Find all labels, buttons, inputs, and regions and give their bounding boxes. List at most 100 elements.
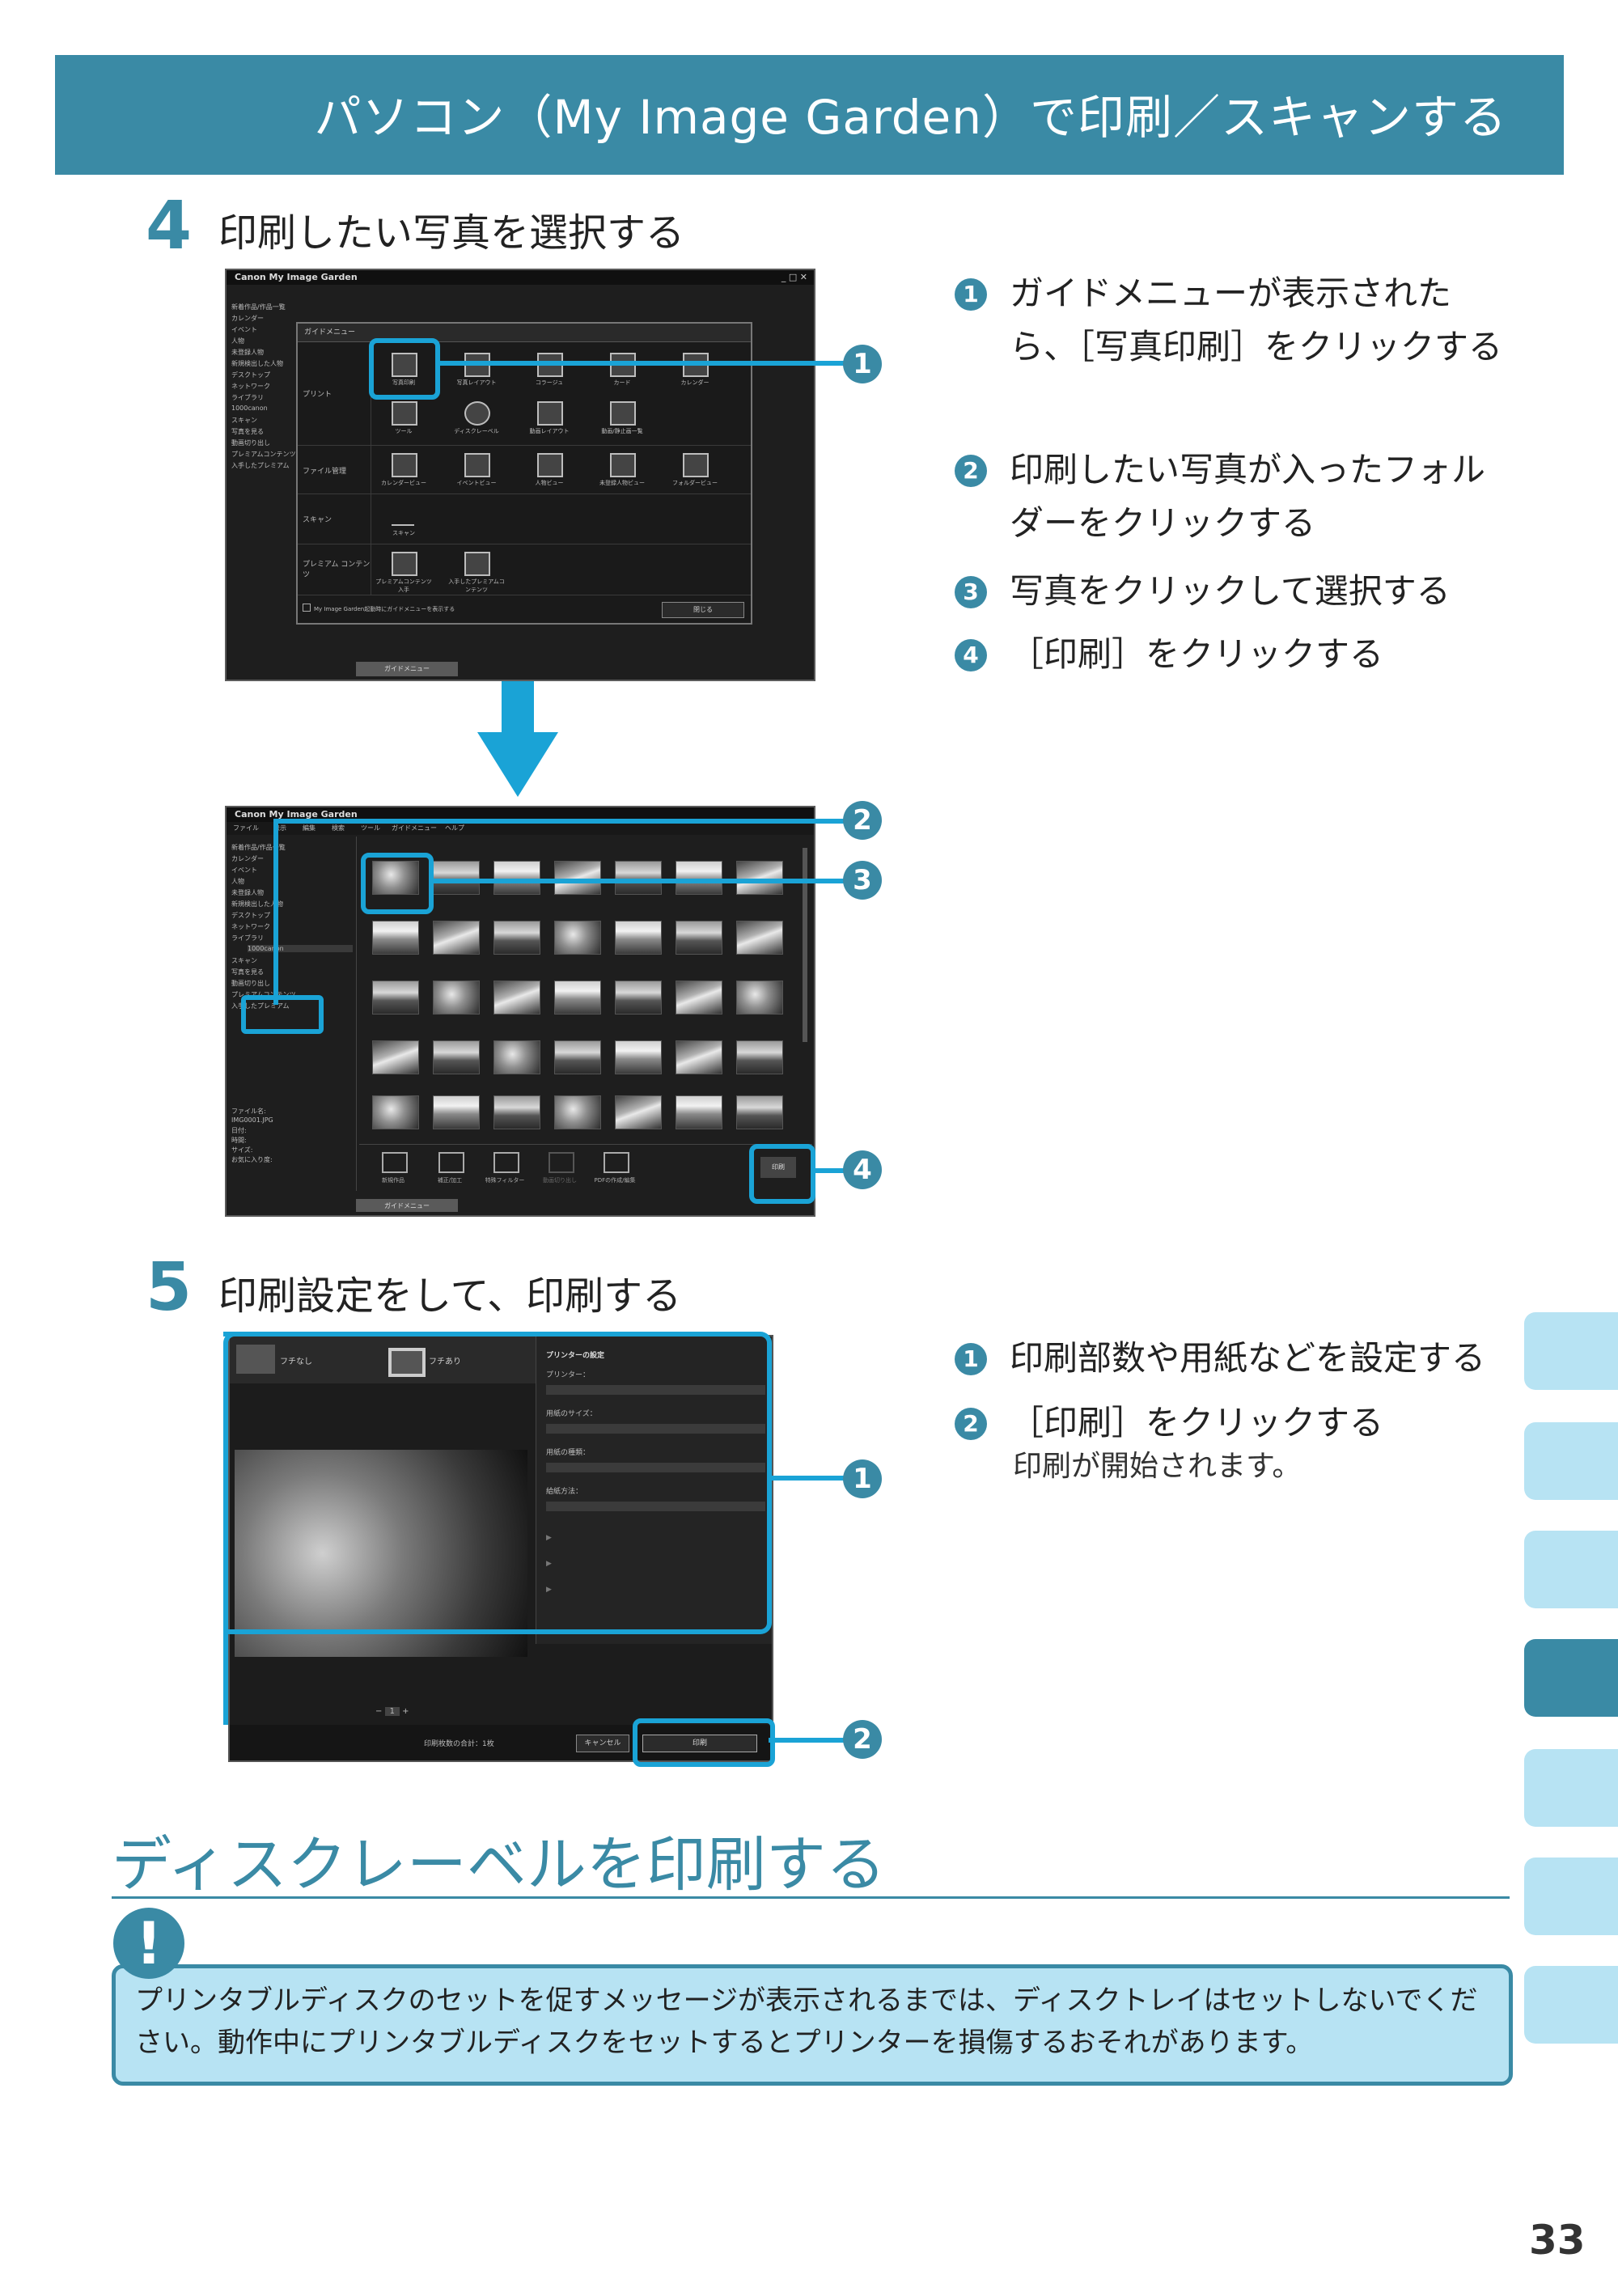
unregistered-view-icon[interactable] bbox=[610, 453, 636, 477]
sidebar-item[interactable]: 人物 bbox=[231, 337, 244, 345]
sidebar-item[interactable]: ネットワーク bbox=[231, 923, 270, 930]
sidebar-item[interactable]: イベント bbox=[231, 326, 257, 333]
sidebar-item[interactable]: 新着作品/作品一覧 bbox=[231, 303, 286, 311]
side-tab[interactable] bbox=[1524, 1312, 1618, 1390]
sidebar-item[interactable]: 1000canon bbox=[231, 405, 268, 412]
sidebar-item[interactable]: 写真を見る bbox=[231, 428, 264, 435]
copies-value[interactable]: 1 bbox=[384, 1707, 400, 1716]
sidebar-item[interactable]: 未登録人物 bbox=[231, 349, 264, 356]
tool-icon[interactable] bbox=[392, 401, 417, 426]
correct-edit-icon[interactable] bbox=[438, 1152, 464, 1173]
sidebar-item[interactable]: イベント bbox=[231, 866, 257, 874]
photo-thumbnail[interactable] bbox=[554, 861, 601, 895]
side-tab[interactable] bbox=[1524, 1858, 1618, 1935]
sidebar-item[interactable]: 動画切り出し bbox=[231, 439, 270, 447]
sidebar-item[interactable]: スキャン bbox=[231, 417, 257, 424]
sidebar-item[interactable]: 写真を見る bbox=[231, 968, 264, 976]
sidebar-item[interactable]: スキャン bbox=[231, 957, 257, 964]
sidebar-item[interactable]: ライブラリ bbox=[231, 394, 264, 401]
menu-item[interactable]: 表示 bbox=[273, 824, 286, 832]
printer-select[interactable] bbox=[546, 1385, 765, 1395]
menu-item[interactable]: ファイル bbox=[233, 824, 259, 832]
disc-label-icon[interactable] bbox=[464, 401, 490, 426]
close-button[interactable]: 閉じる bbox=[662, 602, 744, 618]
sidebar-item[interactable]: デスクトップ bbox=[231, 371, 270, 379]
special-filter-icon[interactable] bbox=[493, 1152, 519, 1173]
sidebar-item[interactable]: 新規検出した人物 bbox=[231, 900, 283, 908]
photo-thumbnail[interactable] bbox=[736, 1040, 783, 1074]
menu-item[interactable]: ガイドメニュー bbox=[392, 824, 437, 832]
folder-view-icon[interactable] bbox=[683, 453, 709, 477]
photo-thumbnail[interactable] bbox=[433, 861, 480, 895]
photo-thumbnail[interactable] bbox=[615, 921, 662, 955]
sidebar-item[interactable]: デスクトップ bbox=[231, 912, 270, 919]
guide-menu-button[interactable]: ガイドメニュー bbox=[356, 662, 458, 676]
sidebar-item[interactable]: 新規検出した人物 bbox=[231, 360, 283, 367]
photo-thumbnail[interactable] bbox=[433, 1040, 480, 1074]
borderless-label[interactable]: フチなし bbox=[280, 1358, 312, 1366]
paper-size-select[interactable] bbox=[546, 1424, 765, 1434]
photo-thumbnail[interactable] bbox=[676, 1040, 722, 1074]
video-list-icon[interactable] bbox=[610, 401, 636, 426]
sidebar-item[interactable]: 入手したプレミアム bbox=[231, 462, 290, 469]
photo-thumbnail[interactable] bbox=[615, 1095, 662, 1129]
window-controls[interactable]: _ □ ✕ bbox=[781, 272, 807, 282]
sidebar-item[interactable]: 入手したプレミアム bbox=[231, 1002, 290, 1010]
scrollbar[interactable] bbox=[803, 848, 807, 1042]
photo-thumbnail[interactable] bbox=[372, 921, 419, 955]
photo-thumbnail[interactable] bbox=[433, 1095, 480, 1129]
menu-item[interactable]: ヘルプ bbox=[445, 824, 464, 832]
photo-thumbnail[interactable] bbox=[372, 1040, 419, 1074]
photo-thumbnail[interactable] bbox=[554, 921, 601, 955]
print-button[interactable]: 印刷 bbox=[760, 1157, 796, 1178]
photo-thumbnail-selected[interactable] bbox=[372, 861, 419, 895]
photo-thumbnail[interactable] bbox=[493, 861, 540, 895]
photo-thumbnail[interactable] bbox=[676, 1095, 722, 1129]
sidebar-item[interactable]: プレミアムコンテンツ bbox=[231, 451, 296, 458]
person-view-icon[interactable] bbox=[537, 453, 563, 477]
photo-thumbnail[interactable] bbox=[615, 861, 662, 895]
menu-item[interactable]: 検索 bbox=[332, 824, 345, 832]
sidebar-item[interactable]: 人物 bbox=[231, 878, 244, 885]
sidebar-item[interactable]: 未登録人物 bbox=[231, 889, 264, 896]
side-tab[interactable] bbox=[1524, 1531, 1618, 1608]
borderless-preview-icon[interactable] bbox=[236, 1345, 275, 1374]
photo-thumbnail[interactable] bbox=[615, 1040, 662, 1074]
side-tab-active[interactable] bbox=[1524, 1639, 1618, 1717]
video-capture-icon[interactable] bbox=[549, 1152, 574, 1173]
print-button[interactable]: 印刷 bbox=[642, 1735, 757, 1752]
printer-settings-heading[interactable]: プリンターの設定 bbox=[546, 1352, 605, 1360]
premium-download-icon[interactable] bbox=[392, 552, 417, 576]
pdf-icon[interactable] bbox=[604, 1152, 629, 1173]
side-tab[interactable] bbox=[1524, 1966, 1618, 2044]
photo-thumbnail[interactable] bbox=[433, 921, 480, 955]
photo-thumbnail[interactable] bbox=[676, 861, 722, 895]
menu-item[interactable]: ツール bbox=[361, 824, 380, 832]
photo-thumbnail[interactable] bbox=[736, 921, 783, 955]
photo-thumbnail[interactable] bbox=[493, 981, 540, 1015]
guide-menu-button[interactable]: ガイドメニュー bbox=[356, 1199, 458, 1212]
premium-folder-icon[interactable] bbox=[464, 552, 490, 576]
photo-thumbnail[interactable] bbox=[736, 861, 783, 895]
photo-thumbnail[interactable] bbox=[372, 981, 419, 1015]
sidebar-item[interactable]: カレンダー bbox=[231, 855, 264, 862]
photo-thumbnail[interactable] bbox=[736, 981, 783, 1015]
video-layout-icon[interactable] bbox=[537, 401, 563, 426]
bordered-label[interactable]: フチあり bbox=[429, 1358, 461, 1366]
calendar-view-icon[interactable] bbox=[392, 453, 417, 477]
cancel-button[interactable]: キャンセル bbox=[576, 1735, 629, 1752]
photo-thumbnail[interactable] bbox=[554, 1095, 601, 1129]
sidebar-item[interactable]: 動画切り出し bbox=[231, 980, 270, 987]
sidebar-item[interactable]: プレミアムコンテンツ bbox=[231, 991, 296, 998]
photo-thumbnail[interactable] bbox=[554, 1040, 601, 1074]
photo-thumbnail[interactable] bbox=[554, 981, 601, 1015]
photo-thumbnail[interactable] bbox=[493, 1095, 540, 1129]
sidebar-item-selected-folder[interactable]: 1000canon bbox=[248, 945, 353, 952]
sidebar-item[interactable]: ネットワーク bbox=[231, 383, 270, 390]
sidebar-item[interactable]: ライブラリ bbox=[231, 934, 264, 942]
photo-thumbnail[interactable] bbox=[433, 981, 480, 1015]
event-view-icon[interactable] bbox=[464, 453, 490, 477]
side-tab[interactable] bbox=[1524, 1422, 1618, 1500]
collapsed-section[interactable]: ▶ bbox=[546, 1586, 552, 1594]
bordered-preview-icon[interactable] bbox=[388, 1348, 426, 1377]
